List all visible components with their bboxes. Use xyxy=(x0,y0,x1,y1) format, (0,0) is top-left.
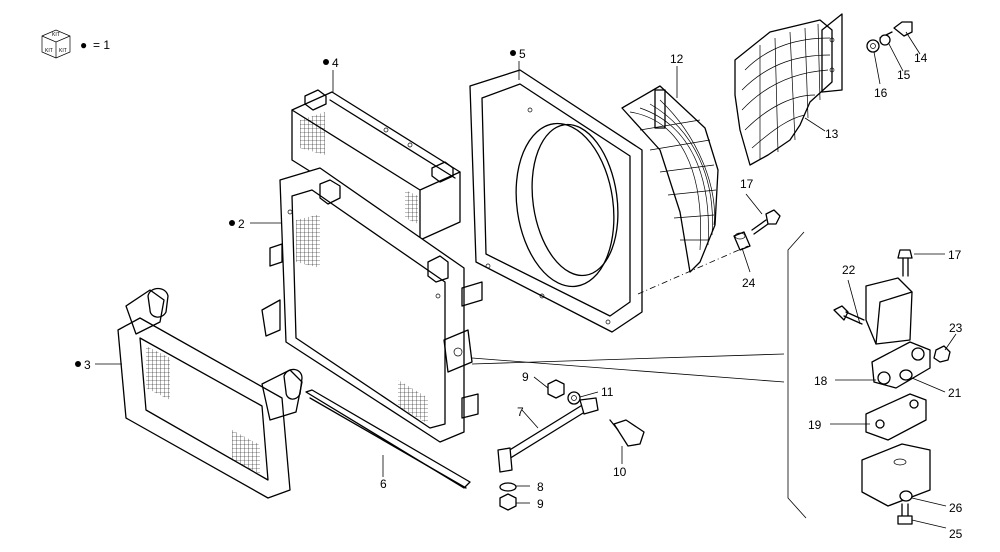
kit-marker-4 xyxy=(323,59,329,65)
callout-10: 10 xyxy=(613,465,627,479)
callout-14: 14 xyxy=(914,51,928,65)
mount-bracket-lower xyxy=(861,443,931,507)
callout-8: 8 xyxy=(537,480,544,494)
callout-6: 6 xyxy=(380,477,387,491)
kit-marker-5 xyxy=(510,50,516,56)
assembly-centerline xyxy=(637,245,749,295)
part-23-nut xyxy=(933,345,951,363)
part-9-nut-bottom xyxy=(499,493,517,511)
callout-9-lower: 9 xyxy=(537,497,544,511)
mount-leader-from-radiator-2 xyxy=(471,353,785,365)
kit-box-text-top: KIT xyxy=(52,32,60,38)
part-18-rubber-mount xyxy=(871,341,931,389)
part-22-bolt xyxy=(833,305,865,325)
callout-15: 15 xyxy=(897,68,911,82)
callout-5: 5 xyxy=(519,47,526,61)
part-11-washer xyxy=(567,391,581,405)
callout-7: 7 xyxy=(517,405,524,419)
callout-24: 24 xyxy=(742,276,756,290)
kit-box-icon: KIT KIT KIT xyxy=(41,29,71,59)
part-17-bolt-upper xyxy=(751,209,781,235)
part-7-stay-rod xyxy=(497,397,599,473)
kit-marker-3 xyxy=(75,361,81,367)
kit-box-text-right: KIT xyxy=(59,48,67,54)
callout-11: 11 xyxy=(601,385,614,399)
legend: KIT KIT KIT ● = 1 xyxy=(41,29,110,59)
mount-leader-from-radiator xyxy=(471,357,785,383)
callout-9-upper: 9 xyxy=(522,370,529,384)
part-21-washer xyxy=(899,369,913,381)
kit-marker-2 xyxy=(229,220,235,226)
callout-12: 12 xyxy=(670,52,684,66)
callout-3: 3 xyxy=(84,358,91,372)
callout-13: 13 xyxy=(825,127,839,141)
callout-2: 2 xyxy=(238,217,245,231)
callout-22: 22 xyxy=(842,263,856,277)
part-8-washer xyxy=(499,482,517,492)
part-13-fan-guard xyxy=(734,13,843,166)
legend-symbol: ● xyxy=(80,38,87,52)
part-25-bolt xyxy=(897,503,913,525)
callout-26: 26 xyxy=(949,501,963,515)
callout-labels: 2 3 4 5 6 7 8 9 9 10 11 12 13 14 15 16 1… xyxy=(75,47,963,541)
callout-21: 21 xyxy=(948,386,962,400)
part-2-radiator xyxy=(261,167,483,443)
callout-19: 19 xyxy=(808,418,822,432)
callout-25: 25 xyxy=(949,527,963,541)
callout-17-lower: 17 xyxy=(948,248,962,262)
part-12-fan-guard xyxy=(621,85,719,273)
part-4-oil-cooler xyxy=(291,89,461,241)
part-15-washer xyxy=(879,34,891,46)
callout-23: 23 xyxy=(949,321,963,335)
part-10-bolt xyxy=(609,419,645,447)
leader-lines xyxy=(95,31,957,529)
part-24-spacer xyxy=(733,231,751,251)
part-26-washer xyxy=(899,490,913,502)
part-17-bolt-lower xyxy=(897,249,913,277)
part-19-mount-clamp xyxy=(865,393,927,441)
part-5-fan-shroud xyxy=(469,69,643,333)
part-9-nut-top xyxy=(547,379,565,399)
part-6-seal-strip xyxy=(305,389,471,489)
callout-4: 4 xyxy=(332,56,339,70)
callout-18: 18 xyxy=(814,374,828,388)
callout-16: 16 xyxy=(874,86,888,100)
mount-bracket-upper xyxy=(865,277,913,345)
callout-17-upper: 17 xyxy=(740,177,754,191)
legend-text: = 1 xyxy=(93,38,110,52)
part-3-charge-air-cooler xyxy=(117,287,303,499)
part-16-washer xyxy=(866,39,880,53)
kit-box-text-left: KIT xyxy=(45,48,53,54)
mount-assembly-boundary xyxy=(787,231,807,519)
